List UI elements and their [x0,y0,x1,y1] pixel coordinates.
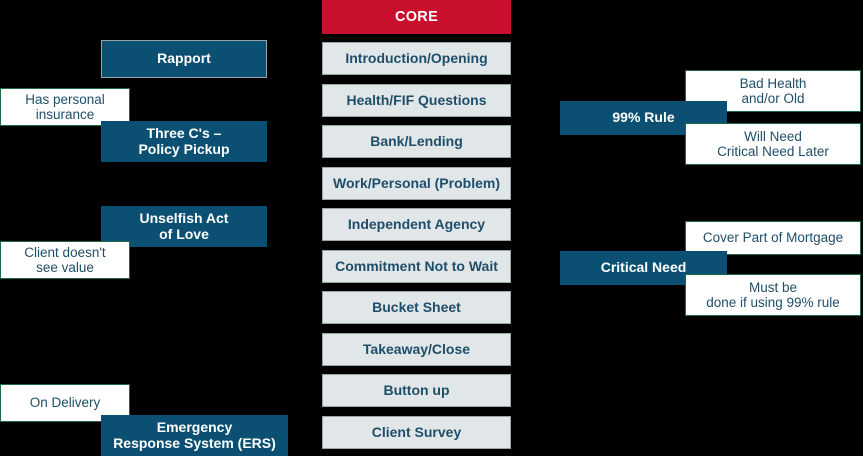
core-header: CORE [322,0,511,34]
core-step-introduction-opening[interactable]: Introduction/Opening [322,42,511,75]
left-note-client-doesnt-see-value: Client doesn't see value [0,241,130,279]
right-note-will-need-critical-need-later: Will Need Critical Need Later [685,123,861,165]
left-box-emergency-response-system[interactable]: Emergency Response System (ERS) [101,415,288,456]
left-note-has-personal-insurance: Has personal insurance [0,88,130,126]
core-step-work-personal-problem[interactable]: Work/Personal (Problem) [322,167,511,200]
core-step-independent-agency[interactable]: Independent Agency [322,208,511,241]
core-step-bucket-sheet[interactable]: Bucket Sheet [322,291,511,324]
left-box-rapport[interactable]: Rapport [101,40,267,78]
core-step-health-fif-questions[interactable]: Health/FIF Questions [322,84,511,117]
core-step-commitment-not-to-wait[interactable]: Commitment Not to Wait [322,250,511,283]
core-step-takeaway-close[interactable]: Takeaway/Close [322,333,511,366]
right-box-99-percent-rule[interactable]: 99% Rule [560,101,727,135]
core-step-client-survey[interactable]: Client Survey [322,416,511,449]
left-box-unselfish-act-of-love[interactable]: Unselfish Act of Love [101,206,267,247]
left-box-three-cs-policy-pickup[interactable]: Three C's – Policy Pickup [101,121,267,162]
core-step-button-up[interactable]: Button up [322,374,511,407]
right-note-cover-part-of-mortgage: Cover Part of Mortgage [685,221,861,255]
right-note-must-be-done-if-using-99-rule: Must be done if using 99% rule [685,274,861,316]
core-step-bank-lending[interactable]: Bank/Lending [322,125,511,158]
